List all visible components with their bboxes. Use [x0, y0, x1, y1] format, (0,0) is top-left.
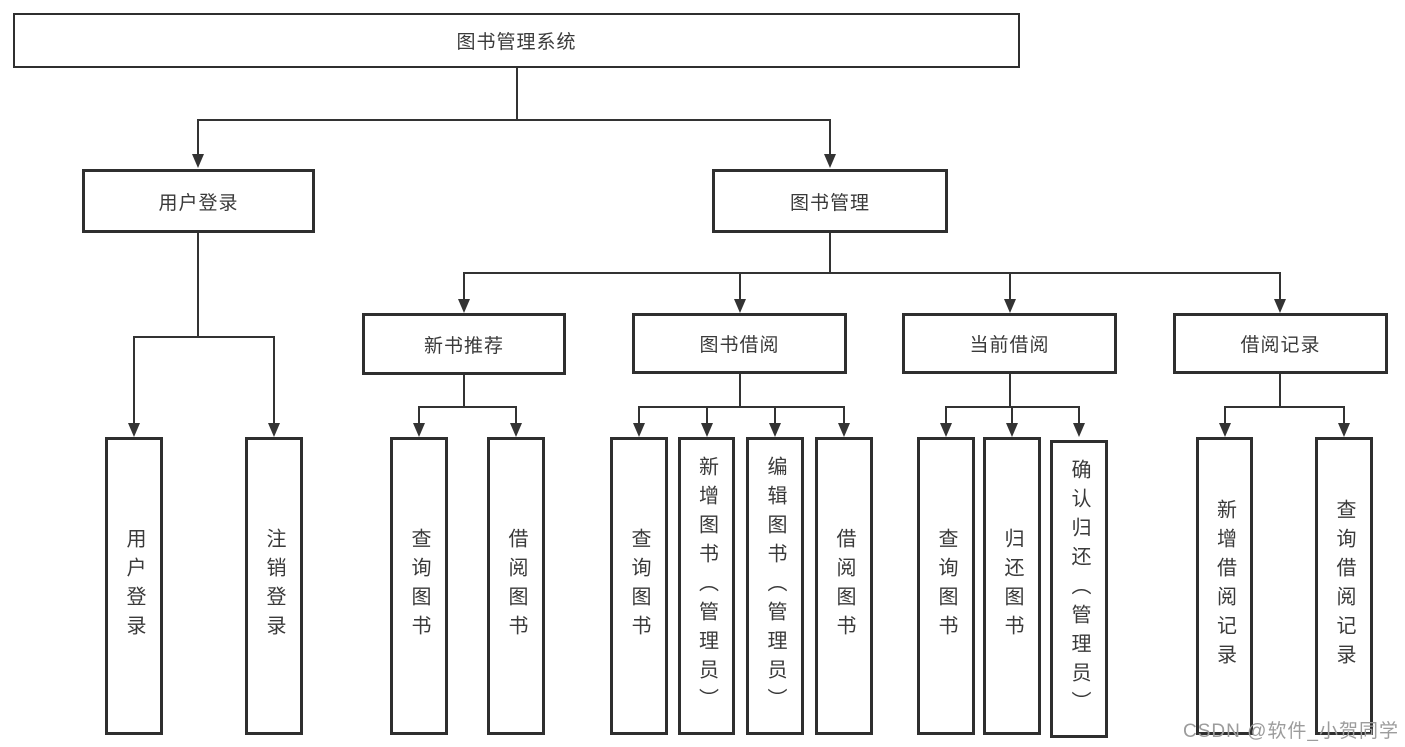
leaf-label: 确认归还（管理员）: [1068, 458, 1090, 720]
leaf-add-books-admin: 新增图书（管理员）: [678, 437, 735, 735]
connector-book-borrow-stub: [739, 374, 741, 407]
node-library-management-system: 图书管理系统: [13, 13, 1020, 68]
connector-leaf: [843, 406, 845, 424]
arrow-down-icon: [128, 423, 140, 437]
leaf-label: 借阅图书: [833, 528, 855, 644]
leaf-label: 查询借阅记录: [1333, 499, 1355, 673]
node-book-management: 图书管理: [712, 169, 948, 233]
node-new-book-recommend: 新书推荐: [362, 313, 566, 375]
connector-user-login-stub: [197, 233, 199, 337]
connector-user-login-bar: [133, 336, 275, 338]
connector-leaf: [1224, 406, 1226, 424]
leaf-label: 新增图书（管理员）: [695, 455, 718, 717]
leaf-confirm-return-admin: 确认归还（管理员）: [1050, 440, 1108, 738]
leaf-query-borrow-record: 查询借阅记录: [1315, 437, 1373, 735]
connector-leaf: [638, 406, 640, 424]
node-label: 用户登录: [158, 192, 239, 214]
connector-leaf: [418, 406, 420, 424]
node-label: 图书管理: [789, 192, 870, 214]
connector-to-new-book: [463, 272, 465, 301]
connector-leaf: [1078, 406, 1080, 424]
connector-to-logout-leaf: [273, 336, 275, 424]
connector-root-stub: [516, 68, 518, 120]
leaf-logout: 注销登录: [245, 437, 303, 735]
leaf-label: 用户登录: [123, 528, 145, 644]
leaf-label: 注销登录: [263, 528, 285, 644]
arrow-down-icon: [940, 423, 952, 437]
leaf-edit-books-admin: 编辑图书（管理员）: [746, 437, 804, 735]
arrow-down-icon: [824, 154, 836, 168]
leaf-label: 查询图书: [935, 528, 957, 644]
arrow-down-icon: [633, 423, 645, 437]
connector-leaf: [706, 406, 708, 424]
connector-leaf: [515, 406, 517, 424]
leaf-label: 归还图书: [1001, 528, 1023, 644]
arrow-down-icon: [268, 423, 280, 437]
node-book-borrow: 图书借阅: [632, 313, 847, 374]
arrow-down-icon: [1274, 299, 1286, 313]
arrow-down-icon: [734, 299, 746, 313]
connector-leaf: [1343, 406, 1345, 424]
node-label: 借阅记录: [1240, 335, 1321, 356]
node-label: 图书管理系统: [456, 32, 577, 53]
leaf-query-books-current: 查询图书: [917, 437, 975, 735]
connector-leaf: [945, 406, 947, 424]
leaf-query-books-borrow: 查询图书: [610, 437, 668, 735]
connector-to-book-management: [829, 119, 831, 156]
node-user-login: 用户登录: [82, 169, 315, 233]
arrow-down-icon: [1004, 299, 1016, 313]
connector-to-book-borrow: [739, 272, 741, 301]
connector-book-management-stub: [829, 233, 831, 274]
leaf-user-login: 用户登录: [105, 437, 163, 735]
connector-book-borrow-bar: [638, 406, 845, 408]
node-borrow-records: 借阅记录: [1173, 313, 1388, 374]
leaf-label: 查询图书: [408, 528, 430, 644]
arrow-down-icon: [413, 423, 425, 437]
connector-to-current-borrow: [1009, 272, 1011, 301]
connector-borrow-records-stub: [1279, 374, 1281, 407]
arrow-down-icon: [1338, 423, 1350, 437]
leaf-label: 编辑图书（管理员）: [764, 455, 786, 717]
connector-borrow-records-bar: [1224, 406, 1345, 408]
node-label: 图书借阅: [699, 335, 780, 356]
connector-root-bar: [197, 119, 831, 121]
leaf-add-borrow-record: 新增借阅记录: [1196, 437, 1253, 735]
arrow-down-icon: [1219, 423, 1231, 437]
leaf-label: 借阅图书: [505, 528, 527, 644]
connector-to-user-login: [197, 119, 199, 156]
node-current-borrow: 当前借阅: [902, 313, 1117, 374]
arrow-down-icon: [510, 423, 522, 437]
leaf-label: 新增借阅记录: [1213, 499, 1236, 673]
arrow-down-icon: [192, 154, 204, 168]
connector-to-borrow-records: [1279, 272, 1281, 301]
arrow-down-icon: [769, 423, 781, 437]
leaf-borrow-books: 借阅图书: [815, 437, 873, 735]
arrow-down-icon: [1006, 423, 1018, 437]
arrow-down-icon: [701, 423, 713, 437]
node-label: 新书推荐: [423, 335, 504, 357]
arrow-down-icon: [458, 299, 470, 313]
leaf-query-books-recommend: 查询图书: [390, 437, 448, 735]
leaf-borrow-books-recommend: 借阅图书: [487, 437, 545, 735]
connector-current-borrow-stub: [1009, 374, 1011, 407]
connector-new-book-stub: [463, 375, 465, 407]
node-label: 当前借阅: [969, 335, 1050, 356]
connector-new-book-bar: [418, 406, 517, 408]
connector-leaf: [1011, 406, 1013, 424]
leaf-label: 查询图书: [628, 528, 650, 644]
arrow-down-icon: [1073, 423, 1085, 437]
leaf-return-books: 归还图书: [983, 437, 1041, 735]
connector-book-management-bar: [463, 272, 1281, 274]
connector-leaf: [774, 406, 776, 424]
arrow-down-icon: [838, 423, 850, 437]
connector-to-user-login-leaf: [133, 336, 135, 424]
